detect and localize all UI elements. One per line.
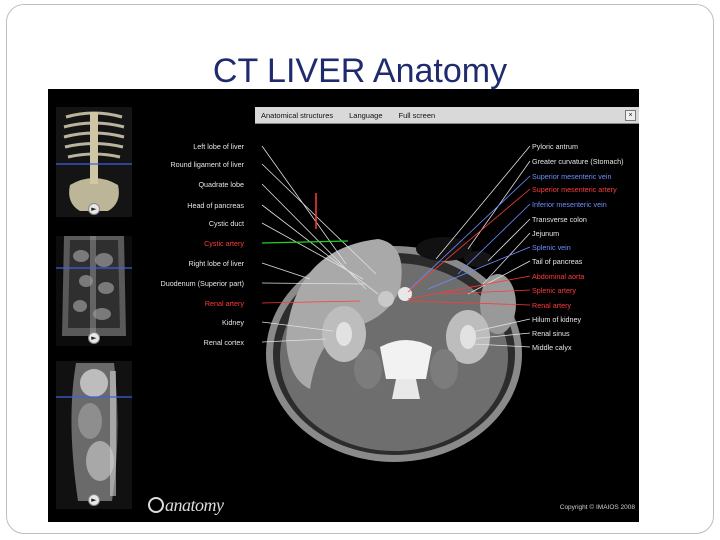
label-right-14[interactable]: Middle calyx xyxy=(532,343,572,352)
label-right-7[interactable]: Splenic vein xyxy=(532,243,571,252)
label-right-3[interactable]: Superior mesenteric artery xyxy=(532,185,617,194)
label-left-0[interactable]: Left lobe of liver xyxy=(193,142,244,151)
menu-anatomical-structures[interactable]: Anatomical structures xyxy=(261,110,334,120)
label-right-13[interactable]: Renal sinus xyxy=(532,329,570,338)
anatomy-viewer: ► ► xyxy=(48,89,639,522)
label-right-0[interactable]: Pyloric antrum xyxy=(532,142,578,151)
label-right-6[interactable]: Jejunum xyxy=(532,229,560,238)
play-button-2[interactable]: ► xyxy=(88,332,100,344)
label-left-4[interactable]: Cystic duct xyxy=(208,219,244,228)
anatomy-logo: anatomy xyxy=(148,495,224,516)
viewer-menu-bar: Anatomical structures Language Full scre… xyxy=(255,107,639,124)
label-right-4[interactable]: Inferior mesenteric vein xyxy=(532,200,607,209)
label-right-8[interactable]: Tail of pancreas xyxy=(532,257,583,266)
label-left-7[interactable]: Duodenum (Superior part) xyxy=(160,279,245,288)
label-right-12[interactable]: Hilum of kidney xyxy=(532,315,582,324)
thumbnail-column: ► ► xyxy=(48,89,143,522)
thumbnail-sagittal-ct[interactable]: ► xyxy=(56,361,132,509)
label-right-11[interactable]: Renal artery xyxy=(532,301,572,310)
label-right-10[interactable]: Splenic artery xyxy=(532,286,576,295)
thumbnail-coronal-ct[interactable]: ► xyxy=(56,236,132,346)
label-right-1[interactable]: Greater curvature (Stomach) xyxy=(532,157,624,166)
copyright-text: Copyright © IMAIOS 2008 xyxy=(559,504,635,511)
label-right-9[interactable]: Abdominal aorta xyxy=(532,272,585,281)
label-left-5[interactable]: Cystic artery xyxy=(204,239,244,248)
label-left-6[interactable]: Right lobe of liver xyxy=(188,259,244,268)
thumbnail-coronal-skeleton[interactable]: ► xyxy=(56,107,132,217)
label-left-9[interactable]: Kidney xyxy=(222,318,244,327)
close-icon[interactable]: × xyxy=(625,109,636,121)
play-button-1[interactable]: ► xyxy=(88,203,100,215)
slide-title: CT LIVER Anatomy xyxy=(212,52,508,90)
label-left-8[interactable]: Renal artery xyxy=(204,299,244,308)
label-right-2[interactable]: Superior mesenteric vein xyxy=(532,172,612,181)
ct-axial-image xyxy=(261,145,531,462)
menu-full-screen[interactable]: Full screen xyxy=(398,110,436,120)
label-left-1[interactable]: Round ligament of liver xyxy=(170,160,244,169)
menu-language[interactable]: Language xyxy=(349,110,383,120)
logo-mark-icon xyxy=(148,497,164,513)
label-left-3[interactable]: Head of pancreas xyxy=(187,201,244,210)
label-left-2[interactable]: Quadrate lobe xyxy=(198,180,244,189)
label-right-5[interactable]: Transverse colon xyxy=(532,215,587,224)
play-button-3[interactable]: ► xyxy=(88,494,100,506)
label-left-10[interactable]: Renal cortex xyxy=(203,338,244,347)
